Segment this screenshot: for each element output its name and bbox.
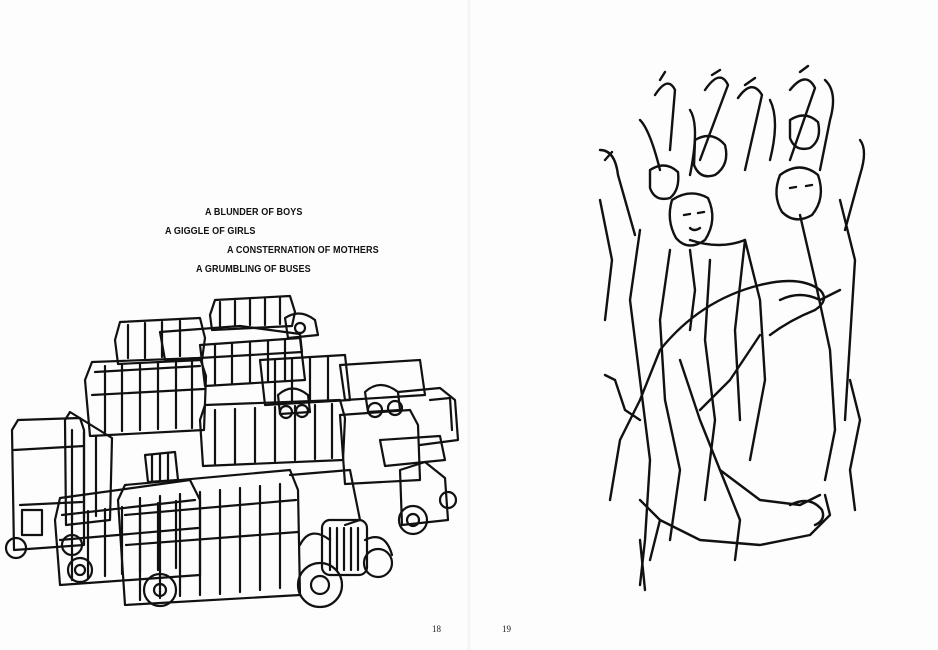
page-number-right: 19 bbox=[502, 624, 511, 634]
verse-line-4: A GRUMBLING OF BUSES bbox=[196, 263, 311, 275]
verse-line-2: A GIGGLE OF GIRLS bbox=[165, 225, 256, 237]
right-page: 19 bbox=[469, 0, 938, 650]
buses-illustration bbox=[4, 294, 460, 609]
crowd-illustration bbox=[598, 64, 866, 592]
gutter-shadow bbox=[466, 0, 472, 650]
verse-line-1: A BLUNDER OF BOYS bbox=[205, 206, 303, 218]
page-number-left: 18 bbox=[432, 624, 441, 634]
left-page: A BLUNDER OF BOYS A GIGGLE OF GIRLS A CO… bbox=[4, 206, 460, 634]
verse-line-3: A CONSTERNATION OF MOTHERS bbox=[227, 244, 379, 256]
